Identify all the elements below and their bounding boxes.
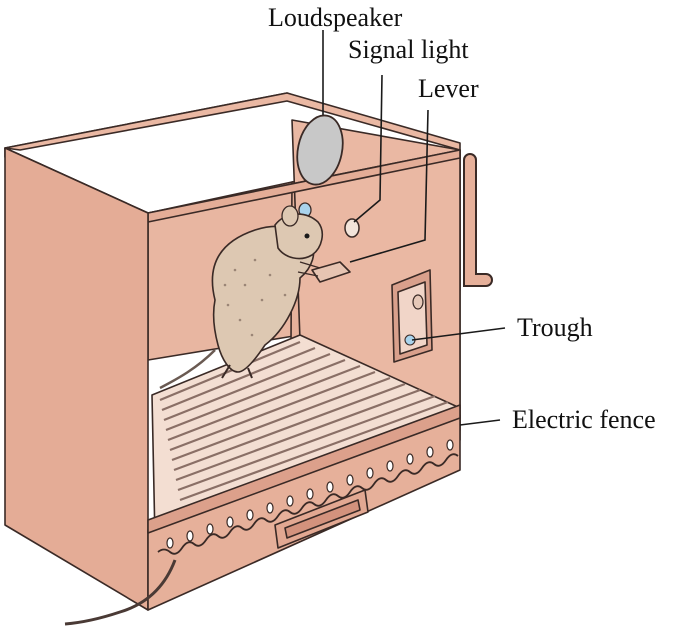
loudspeaker-icon <box>296 114 344 186</box>
top-frame-back <box>4 92 461 151</box>
trough-button <box>412 294 424 310</box>
drawer-handle-inner <box>284 499 361 539</box>
cable <box>64 559 177 626</box>
signal-light-icon <box>344 218 360 238</box>
pipe-fill <box>465 155 491 285</box>
leader-electric-fence <box>459 419 501 426</box>
front-ledge-top <box>147 404 461 534</box>
leader-trough <box>411 327 506 341</box>
lever-icon <box>311 261 351 283</box>
label-electric-fence: Electric fence <box>512 405 656 434</box>
leader-signal-light <box>353 74 383 223</box>
electric-fence-icon <box>157 453 459 555</box>
left-wall <box>4 147 149 611</box>
fence-posts <box>166 439 454 549</box>
label-trough: Trough <box>517 313 593 342</box>
label-lever: Lever <box>418 74 479 103</box>
rat-icon <box>159 205 324 390</box>
leader-lever <box>349 109 429 263</box>
label-signal-light: Signal light <box>348 35 469 64</box>
label-loudspeaker: Loudspeaker <box>268 3 403 32</box>
